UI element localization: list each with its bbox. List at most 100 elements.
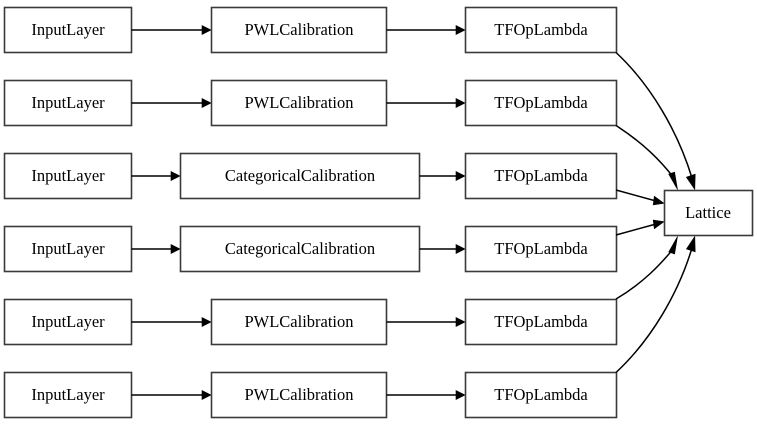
node-calibration-2[interactable]: PWLCalibration <box>210 79 388 127</box>
arrowhead-icon <box>201 390 212 400</box>
arrowhead-icon <box>455 317 466 327</box>
node-label: CategoricalCalibration <box>225 166 375 185</box>
node-label: Lattice <box>685 203 731 222</box>
arrowhead-icon <box>201 317 212 327</box>
arrowhead-icon <box>668 236 678 255</box>
edge-curve <box>615 247 675 300</box>
node-label: PWLCalibration <box>244 312 353 331</box>
edge-calibration-5-to-lambda-5 <box>386 317 466 327</box>
node-box <box>3 79 133 127</box>
edge-calibration-6-to-lambda-6 <box>386 390 466 400</box>
node-box <box>3 371 133 419</box>
graph-row-4: InputLayer CategoricalCalibration TFOpLa… <box>3 219 665 273</box>
edge-calibration-1-to-lambda-1 <box>386 25 466 35</box>
arrowhead-icon <box>455 171 466 181</box>
node-label: PWLCalibration <box>244 93 353 112</box>
edge-lambda-6-to-lattice <box>615 235 696 374</box>
edge-curve <box>615 124 675 179</box>
graph-row-3: InputLayer CategoricalCalibration TFOpLa… <box>3 152 665 206</box>
graph-row-6: InputLayer PWLCalibration TFOpLambda <box>3 235 696 419</box>
node-input-layer-1[interactable]: InputLayer <box>3 6 133 54</box>
node-input-layer-3[interactable]: InputLayer <box>3 152 133 200</box>
edge-lambda-5-to-lattice <box>615 236 678 300</box>
graph-row-1: InputLayer PWLCalibration TFOpLambda <box>3 6 696 191</box>
edge-lambda-4-to-lattice <box>615 219 665 236</box>
node-box <box>179 152 421 200</box>
node-lambda-4[interactable]: TFOpLambda <box>464 225 618 273</box>
node-box <box>210 371 388 419</box>
node-label: TFOpLambda <box>494 93 588 112</box>
node-box <box>210 79 388 127</box>
node-box <box>3 6 133 54</box>
node-box <box>3 225 133 273</box>
node-label: InputLayer <box>31 312 105 331</box>
node-lambda-1[interactable]: TFOpLambda <box>464 6 618 54</box>
arrowhead-icon <box>170 171 181 181</box>
node-label: PWLCalibration <box>244 20 353 39</box>
node-label: InputLayer <box>31 385 105 404</box>
edge-lambda-1-to-lattice <box>615 51 696 191</box>
node-input-layer-2[interactable]: InputLayer <box>3 79 133 127</box>
node-box <box>464 298 618 346</box>
arrowhead-icon <box>455 244 466 254</box>
edge-input-2-to-calibration-2 <box>131 98 212 108</box>
node-box <box>464 371 618 419</box>
node-label: TFOpLambda <box>494 20 588 39</box>
edge-input-6-to-calibration-6 <box>131 390 212 400</box>
edge-calibration-3-to-lambda-3 <box>419 171 466 181</box>
node-input-layer-4[interactable]: InputLayer <box>3 225 133 273</box>
node-calibration-3[interactable]: CategoricalCalibration <box>179 152 421 200</box>
arrowhead-icon <box>455 98 466 108</box>
node-label: PWLCalibration <box>244 385 353 404</box>
node-input-layer-6[interactable]: InputLayer <box>3 371 133 419</box>
edge-curve <box>615 51 693 179</box>
edge-input-3-to-calibration-3 <box>131 171 181 181</box>
edge-curve <box>615 247 693 374</box>
edge-lambda-3-to-lattice <box>615 189 665 206</box>
edge-calibration-4-to-lambda-4 <box>419 244 466 254</box>
node-input-layer-5[interactable]: InputLayer <box>3 298 133 346</box>
edge-input-5-to-calibration-5 <box>131 317 212 327</box>
node-lambda-2[interactable]: TFOpLambda <box>464 79 618 127</box>
arrowhead-icon <box>170 244 181 254</box>
arrowhead-icon <box>685 173 696 191</box>
node-label: CategoricalCalibration <box>225 239 375 258</box>
node-label: TFOpLambda <box>494 166 588 185</box>
graph-row-2: InputLayer PWLCalibration TFOpLambda <box>3 79 678 190</box>
node-label: InputLayer <box>31 239 105 258</box>
node-calibration-5[interactable]: PWLCalibration <box>210 298 388 346</box>
arrowhead-icon <box>652 195 665 206</box>
node-calibration-6[interactable]: PWLCalibration <box>210 371 388 419</box>
node-lattice-output[interactable]: Lattice <box>663 189 754 237</box>
edge-input-1-to-calibration-1 <box>131 25 212 35</box>
node-label: TFOpLambda <box>494 385 588 404</box>
arrowhead-icon <box>652 219 665 230</box>
node-box <box>179 225 421 273</box>
node-box <box>464 6 618 54</box>
edge-calibration-2-to-lambda-2 <box>386 98 466 108</box>
node-label: TFOpLambda <box>494 312 588 331</box>
node-box <box>210 298 388 346</box>
arrowhead-icon <box>685 235 696 253</box>
node-box <box>464 152 618 200</box>
node-calibration-1[interactable]: PWLCalibration <box>210 6 388 54</box>
node-lambda-3[interactable]: TFOpLambda <box>464 152 618 200</box>
arrowhead-icon <box>201 98 212 108</box>
node-label: InputLayer <box>31 20 105 39</box>
node-lambda-5[interactable]: TFOpLambda <box>464 298 618 346</box>
arrowhead-icon <box>201 25 212 35</box>
node-box <box>464 79 618 127</box>
edge-lambda-2-to-lattice <box>615 124 678 190</box>
node-label: InputLayer <box>31 166 105 185</box>
edge-line <box>615 189 657 202</box>
node-box <box>464 225 618 273</box>
graph-row-5: InputLayer PWLCalibration TFOpLambda <box>3 236 678 346</box>
node-label: InputLayer <box>31 93 105 112</box>
node-box <box>3 298 133 346</box>
node-calibration-4[interactable]: CategoricalCalibration <box>179 225 421 273</box>
node-box <box>663 189 754 237</box>
node-lambda-6[interactable]: TFOpLambda <box>464 371 618 419</box>
edge-input-4-to-calibration-4 <box>131 244 181 254</box>
